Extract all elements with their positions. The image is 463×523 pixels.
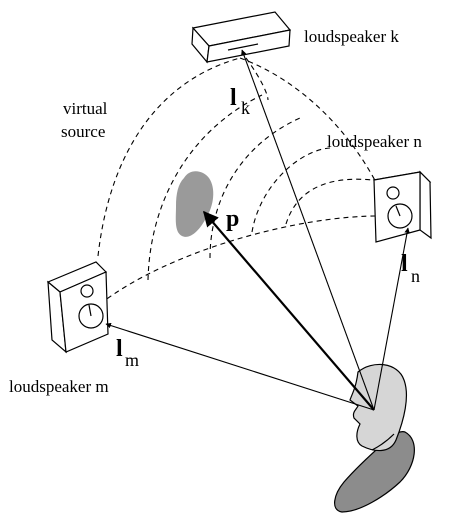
vector-label-lk: l k bbox=[230, 85, 250, 118]
vector-lm-symbol: l bbox=[116, 336, 123, 362]
dashed-line-k-n bbox=[239, 57, 381, 191]
loudspeaker-n bbox=[372, 170, 432, 243]
virtual-source-blob bbox=[175, 171, 214, 237]
label-loudspeaker-k: loudspeaker k bbox=[304, 27, 399, 46]
listener-neck bbox=[371, 433, 395, 451]
dashed-arc-bottom bbox=[99, 215, 383, 305]
vector-lk-symbol: l bbox=[230, 85, 237, 111]
dashed-line-k-inner bbox=[245, 57, 269, 101]
label-source: source bbox=[61, 122, 105, 141]
vector-label-ln: l n bbox=[401, 251, 420, 286]
vector-p-line bbox=[202, 210, 375, 411]
vector-ln-line bbox=[373, 227, 410, 411]
vector-ln-subscript: n bbox=[411, 266, 420, 286]
dashed-arc-5 bbox=[285, 178, 373, 225]
vector-lm-subscript: m bbox=[125, 350, 139, 370]
listener-head bbox=[349, 363, 408, 452]
vector-lk-subscript: k bbox=[241, 98, 250, 118]
vector-ln-symbol: l bbox=[401, 251, 408, 277]
label-loudspeaker-n: loudspeaker n bbox=[327, 132, 422, 151]
dashed-arcs bbox=[97, 57, 383, 305]
dashed-arc-2 bbox=[147, 94, 263, 281]
vector-lk-line bbox=[241, 49, 375, 411]
dashed-arc-outer bbox=[97, 57, 241, 257]
vector-lm-line bbox=[105, 322, 375, 411]
vector-p-label: p bbox=[226, 206, 239, 232]
vectors bbox=[105, 49, 410, 411]
listener bbox=[334, 363, 415, 513]
label-virtual: virtual bbox=[63, 99, 108, 118]
vector-label-lm: l m bbox=[116, 336, 139, 370]
loudspeaker-m bbox=[46, 261, 109, 354]
dashed-arc-4 bbox=[251, 147, 331, 233]
dashed-arc-3 bbox=[209, 117, 301, 259]
label-loudspeaker-m: loudspeaker m bbox=[9, 377, 109, 396]
loudspeaker-k bbox=[191, 11, 292, 64]
